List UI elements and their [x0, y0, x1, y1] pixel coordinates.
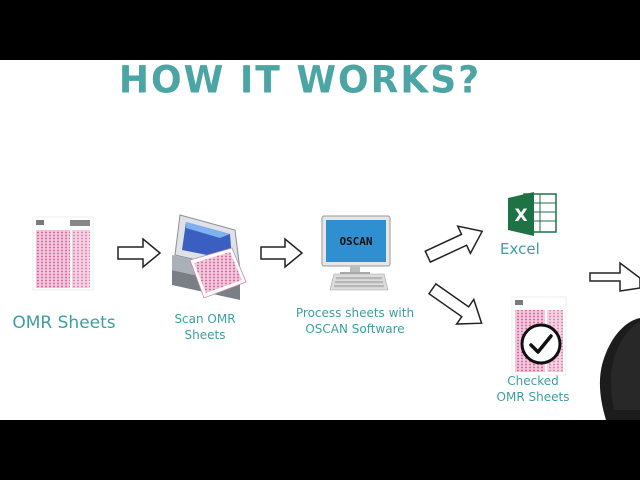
omr-sheets-label: OMR Sheets [12, 313, 116, 333]
process-label-line-2: OSCAN Software [305, 321, 405, 336]
checked-omr-label: Checked OMR Sheets [488, 374, 578, 405]
checked-label-line-1: Checked [507, 374, 559, 388]
scan-label-line-1: Scan OMR [174, 312, 236, 326]
flow-diagram: OSCAN [32, 192, 640, 420]
hand-icon [599, 318, 640, 420]
page-title: HOW IT WORKS? [118, 60, 482, 103]
scan-omr-label: Scan OMR Sheets [155, 312, 255, 343]
arrow-right-icon [260, 237, 304, 269]
computer-icon: OSCAN [321, 215, 391, 291]
omr-sheet-icon [32, 216, 94, 291]
arrow-down-right-icon [427, 282, 483, 325]
arrow-up-right-icon [424, 225, 484, 264]
monitor-label: OSCAN [339, 235, 372, 248]
slide-canvas: HOW IT WORKS? [0, 60, 640, 420]
excel-logo-letter: X [514, 206, 527, 226]
process-label-line-1: Process sheets with [295, 306, 415, 320]
checked-label-line-2: OMR Sheets [496, 389, 570, 404]
excel-logo-icon: X [508, 192, 557, 236]
arrow-right-icon [589, 261, 640, 292]
excel-label: Excel [500, 240, 540, 258]
scan-label-line-2: Sheets [184, 327, 226, 342]
arrow-right-icon [117, 237, 162, 269]
process-sheets-label: Process sheets with OSCAN Software [280, 306, 430, 337]
scanner-icon [172, 214, 247, 300]
checked-omr-sheet-icon [511, 296, 567, 376]
